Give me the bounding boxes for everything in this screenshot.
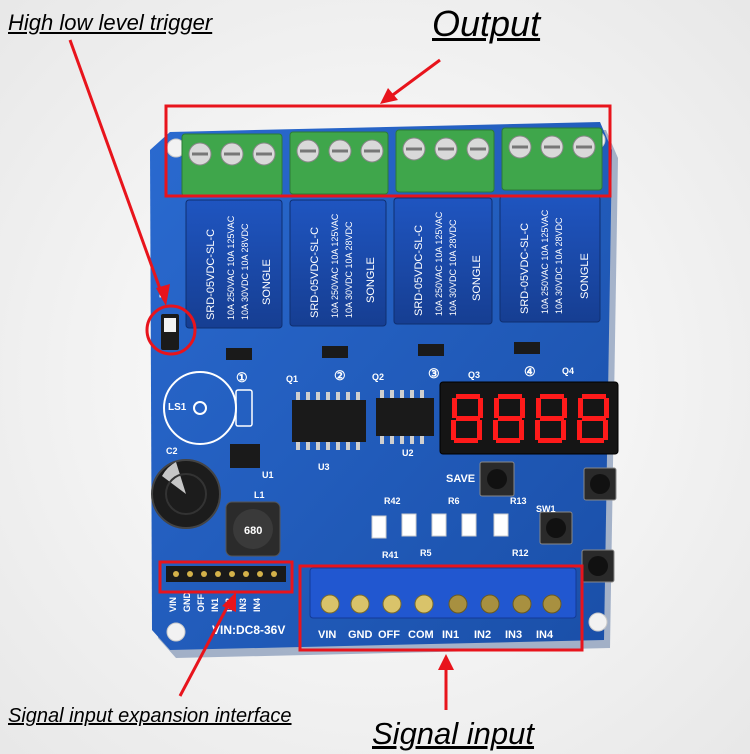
relay-3: SRD-05VDC-SL-C SONGLE 10A 250VAC 10A 125… xyxy=(393,197,493,325)
display-digit-3 xyxy=(535,394,567,443)
display-digit-2 xyxy=(493,394,525,443)
input-label-gnd: GND xyxy=(348,629,373,641)
caption-signal-input-expansion-interface: Signal input expansion interface xyxy=(8,705,292,727)
channel-number-3: ③ xyxy=(428,366,440,381)
push-buttons: SAVE SW1 xyxy=(446,461,617,583)
output-terminal-2 xyxy=(289,131,389,195)
relay-model-label: SRD-05VDC-SL-C xyxy=(413,225,425,316)
silk-r41: R41 xyxy=(382,550,399,560)
silk-q4: Q4 xyxy=(562,366,574,376)
save-label: SAVE xyxy=(446,473,475,485)
silk-u2: U2 xyxy=(402,448,414,458)
annotations xyxy=(68,39,612,710)
relay-rating-line: 10A 250VAC 10A 125VAC xyxy=(226,215,236,320)
caption-output: Output xyxy=(432,3,541,44)
trigger-arrow xyxy=(68,39,166,301)
signal-input-highlight-box xyxy=(298,564,584,652)
mounting-hole xyxy=(166,622,186,642)
relay-rating-line: 10A 250VAC 10A 125VAC xyxy=(540,209,550,314)
expansion-header: VIN GND OFF IN1 IN2 IN3 IN4 VIN:DC8-36V xyxy=(166,566,286,637)
silk-r6: R6 xyxy=(448,496,460,506)
output-arrow xyxy=(385,58,441,102)
input-terminal-block: VIN GND OFF COM IN1 IN2 IN3 IN4 xyxy=(309,567,577,641)
power-components: C2 680 L1 xyxy=(151,446,281,557)
relay-2: SRD-05VDC-SL-C SONGLE 10A 250VAC 10A 125… xyxy=(289,199,387,327)
vin-range-label: VIN:DC8-36V xyxy=(212,623,285,637)
relay-rating-line: 10A 30VDC 10A 28VDC xyxy=(448,219,458,316)
silk-c2: C2 xyxy=(166,446,178,456)
caption-signal-input: Signal input xyxy=(372,716,535,751)
relay-rating-line: 10A 30VDC 10A 28VDC xyxy=(344,221,354,318)
silk-r5: R5 xyxy=(420,548,432,558)
input-label-in1: IN1 xyxy=(442,629,459,641)
channel-row: ① ② ③ ④ Q1 Q2 Q3 Q4 xyxy=(226,342,574,385)
silk-q1: Q1 xyxy=(286,374,298,384)
output-terminal-blocks xyxy=(181,127,603,197)
silk-r13: R13 xyxy=(510,496,527,506)
input-screws xyxy=(320,594,562,614)
relay-rating-line: 10A 250VAC 10A 125VAC xyxy=(330,213,340,318)
relay-model-label: SRD-05VDC-SL-C xyxy=(519,223,531,314)
caption-high-low-level-trigger: High low level trigger xyxy=(8,10,213,35)
channel-number-4: ④ xyxy=(524,364,536,379)
relay-model-label: SRD-05VDC-SL-C xyxy=(309,227,321,318)
relay-brand-label: SONGLE xyxy=(471,255,483,301)
silk-r12: R12 xyxy=(512,548,529,558)
expansion-highlight-box xyxy=(158,560,294,594)
header-label-gnd: GND xyxy=(182,592,192,613)
silk-u3: U3 xyxy=(318,462,330,472)
output-highlight-box xyxy=(164,104,612,198)
relay-brand-label: SONGLE xyxy=(365,257,377,303)
output-terminal-3 xyxy=(395,129,495,193)
relay-model-label: SRD-05VDC-SL-C xyxy=(205,229,217,320)
header-label-vin: VIN xyxy=(168,597,178,612)
input-label-in3: IN3 xyxy=(505,629,522,641)
mounting-hole xyxy=(588,612,608,632)
silk-q2: Q2 xyxy=(372,372,384,382)
silk-q3: Q3 xyxy=(468,370,480,380)
relay-4: SRD-05VDC-SL-C SONGLE 10A 250VAC 10A 125… xyxy=(499,195,601,323)
relay-1: SRD-05VDC-SL-C SONGLE 10A 250VAC 10A 125… xyxy=(185,199,283,329)
header-label-in1: IN1 xyxy=(210,598,220,612)
silk-l1: L1 xyxy=(254,490,265,500)
output-terminal-1 xyxy=(181,133,283,197)
relay-brand-label: SONGLE xyxy=(579,253,591,299)
silk-ls1: LS1 xyxy=(168,402,187,413)
relay-rating-line: 10A 250VAC 10A 125VAC xyxy=(434,211,444,316)
silk-u1: U1 xyxy=(262,470,274,480)
header-label-off: OFF xyxy=(196,594,206,612)
display-digit-4 xyxy=(577,394,609,443)
channel-number-1: ① xyxy=(236,370,248,385)
output-terminal-4 xyxy=(501,127,603,191)
input-label-off: OFF xyxy=(378,629,400,641)
display-digit-1 xyxy=(451,394,483,443)
expansion-arrow xyxy=(178,597,234,697)
input-label-in4: IN4 xyxy=(536,629,554,641)
relay-rating-line: 10A 30VDC 10A 28VDC xyxy=(240,223,250,320)
trigger-highlight-circle xyxy=(145,304,197,356)
integrated-circuits: U3 U2 U1 xyxy=(230,390,434,480)
input-label-in2: IN2 xyxy=(474,629,491,641)
silk-sw1: SW1 xyxy=(536,504,556,514)
header-label-in4: IN4 xyxy=(252,598,262,612)
relay-rating-line: 10A 30VDC 10A 28VDC xyxy=(554,217,564,314)
status-leds: R42 R41 R5 R6 R12 R13 xyxy=(371,496,529,560)
silk-r42: R42 xyxy=(384,496,401,506)
input-label-vin: VIN xyxy=(318,629,336,641)
header-label-in3: IN3 xyxy=(238,598,248,612)
seven-segment-display xyxy=(439,381,619,455)
channel-number-2: ② xyxy=(334,368,346,383)
input-label-com: COM xyxy=(408,629,434,641)
arrowheads xyxy=(156,88,454,670)
relay-brand-label: SONGLE xyxy=(261,259,273,305)
relays: SRD-05VDC-SL-C SONGLE 10A 250VAC 10A 125… xyxy=(185,195,601,329)
inductor-marking: 680 xyxy=(244,525,262,537)
buzzer: LS1 xyxy=(163,371,253,445)
